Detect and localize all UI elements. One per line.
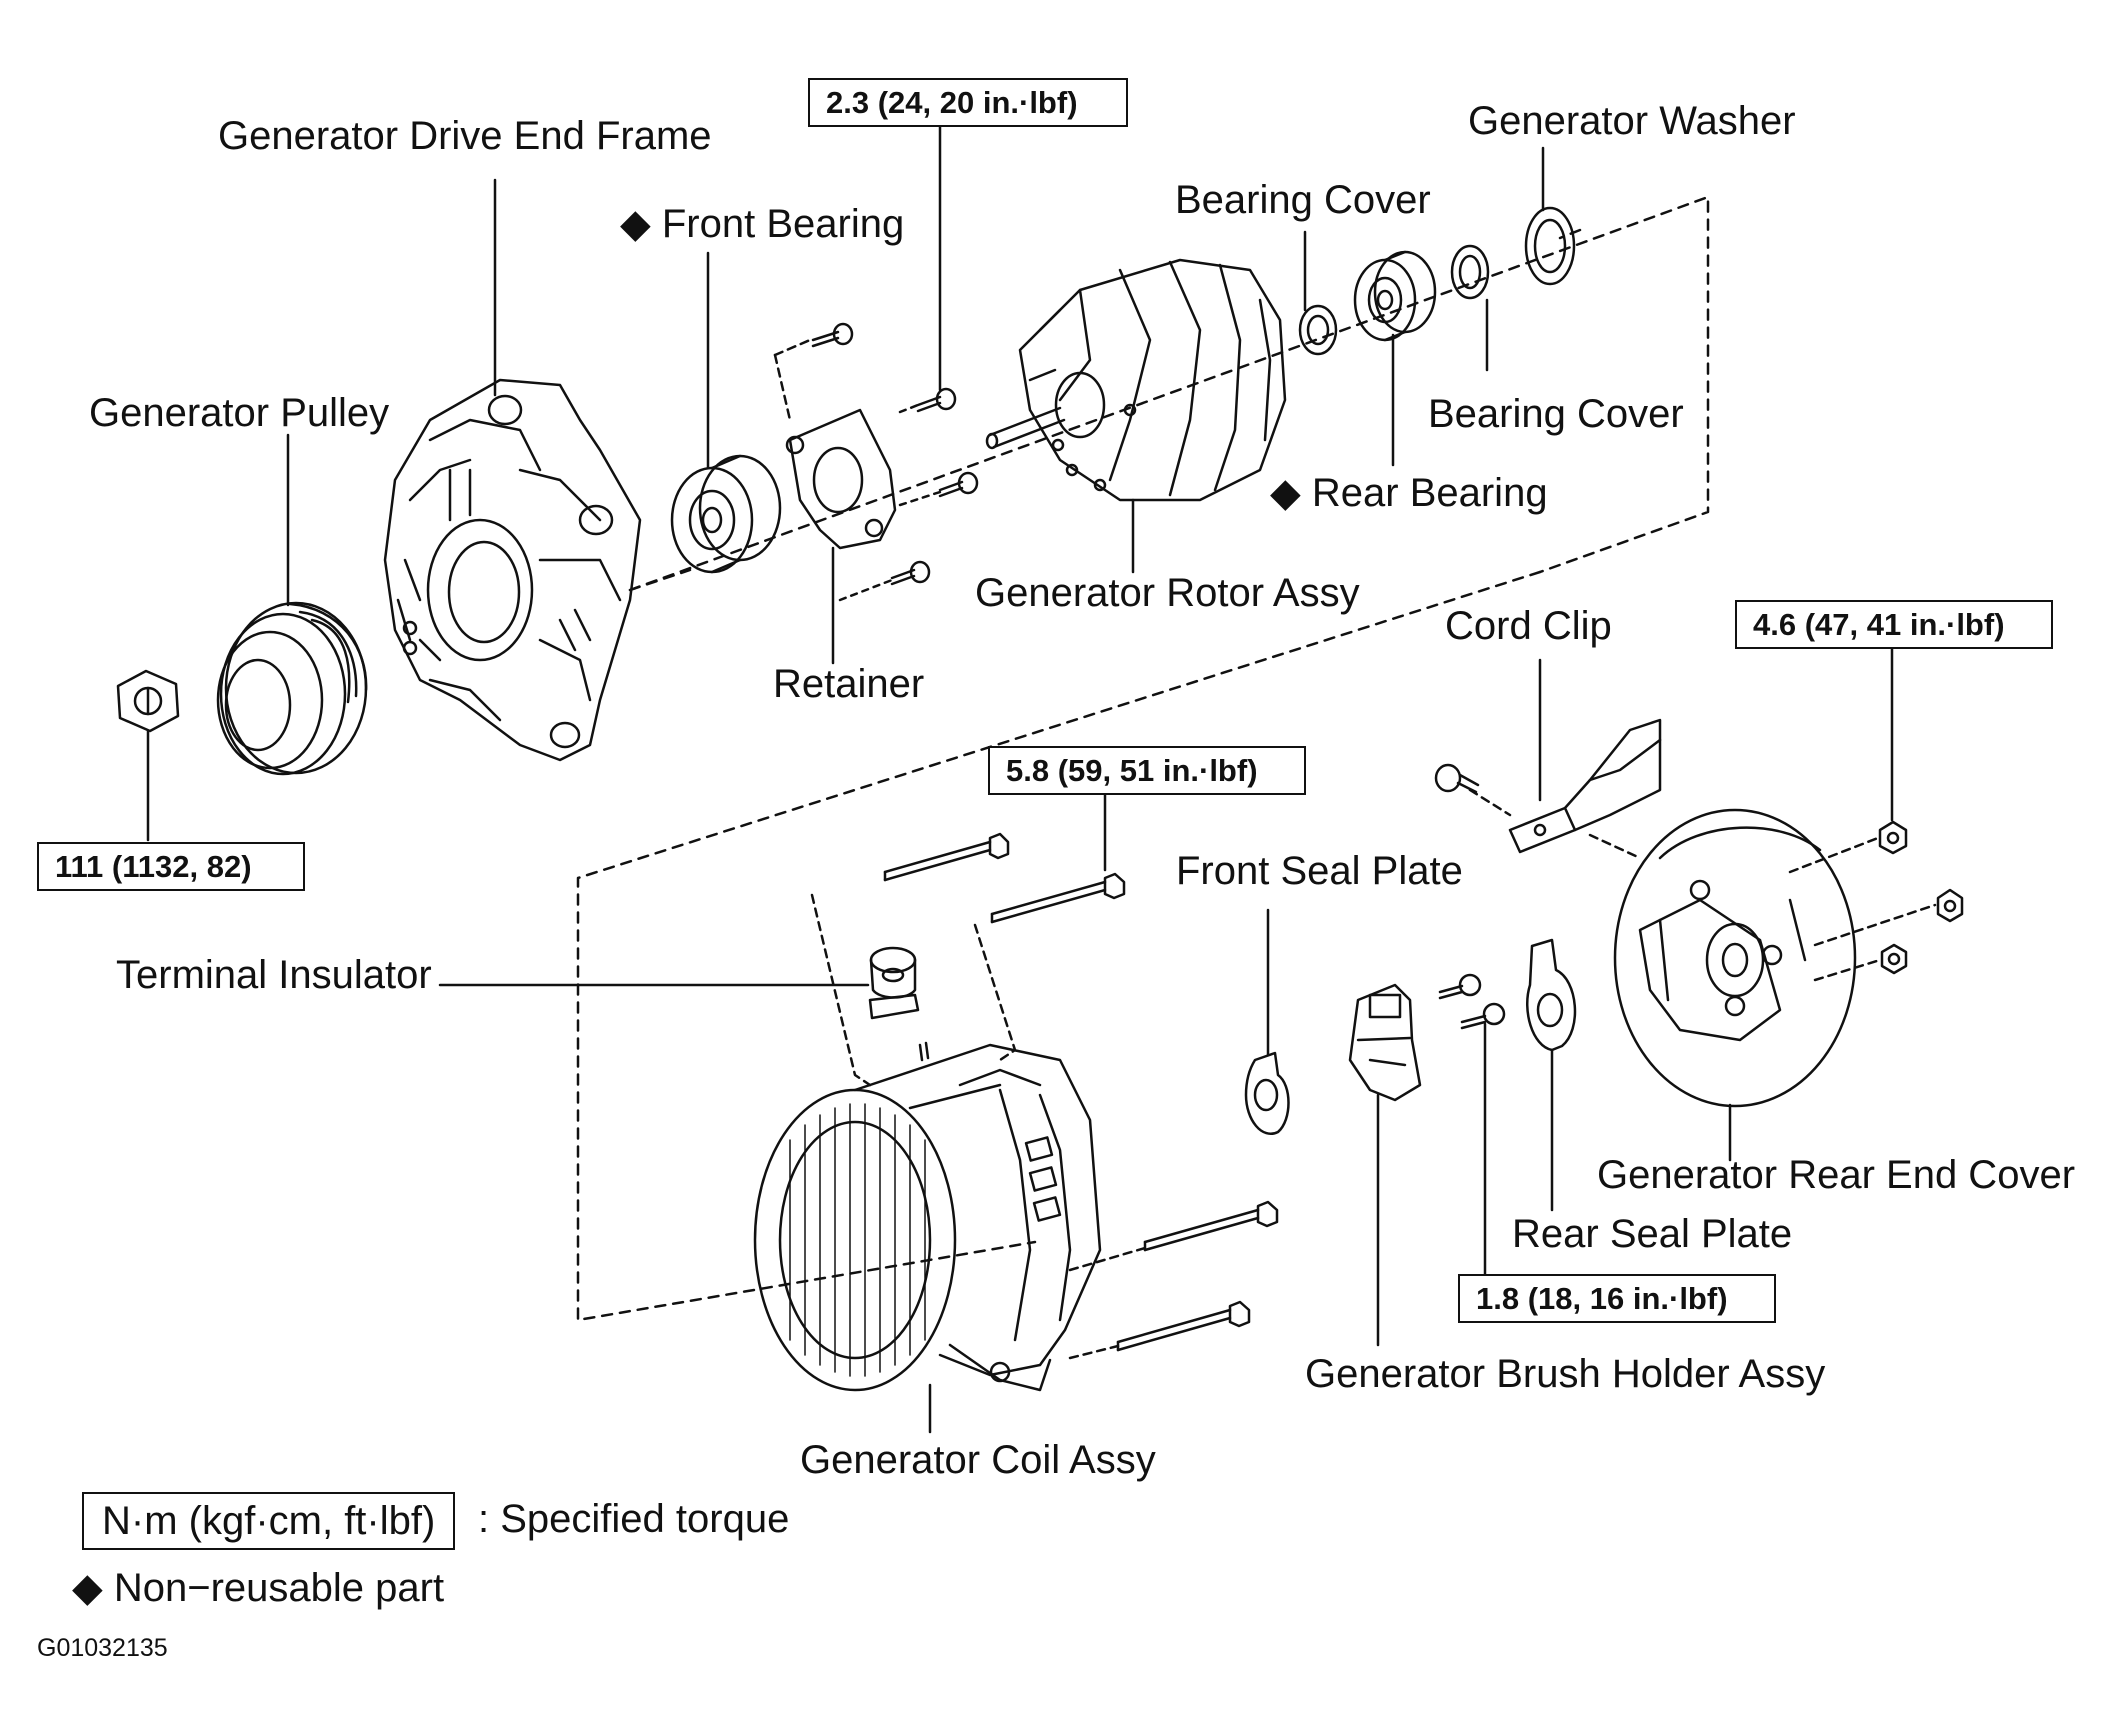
retainer-screw <box>890 560 931 586</box>
bearing-cover-ring <box>1298 304 1338 356</box>
bolt-axis-dashed <box>973 923 1017 1062</box>
torque-spec-pulley-nut: 111 (1132, 82) <box>37 842 305 891</box>
generator-coil-assy <box>753 1041 1102 1392</box>
retainer-screw <box>938 471 979 498</box>
cord-clip <box>1468 718 1662 854</box>
through-bolt <box>1116 1300 1251 1352</box>
label-drive-end-frame: Generator Drive End Frame <box>218 114 712 158</box>
bolt-axis-dashed <box>1068 1246 1147 1272</box>
drive-end-frame-axis-dashed <box>628 568 692 592</box>
label-brush-holder-assy: Generator Brush Holder Assy <box>1305 1352 1826 1396</box>
label-cord-clip: Cord Clip <box>1445 604 1612 648</box>
label-rotor-assy: Generator Rotor Assy <box>975 571 1360 615</box>
through-bolt <box>990 872 1126 924</box>
torque-spec-retainer-screw: 2.3 (24, 20 in.·lbf) <box>808 78 1128 127</box>
label-bearing-cover-right: Bearing Cover <box>1428 392 1684 436</box>
front-seal-plate <box>1244 1051 1290 1135</box>
label-generator-pulley: Generator Pulley <box>89 391 390 435</box>
bolt-axis-dashed <box>810 893 872 1087</box>
label-terminal-insulator: Terminal Insulator <box>116 953 432 997</box>
label-rear-seal-plate: Rear Seal Plate <box>1512 1212 1793 1256</box>
brush-holder-screw <box>1438 973 1482 1000</box>
upper-assembly-dashed-outline <box>628 195 1710 592</box>
terminal-insulator <box>868 946 920 1020</box>
label-generator-washer: Generator Washer <box>1468 99 1796 143</box>
generator-brush-holder-assy <box>1348 983 1422 1102</box>
rear-end-cover-nut <box>1880 943 1908 975</box>
bolt-axis-dashed <box>1068 1344 1120 1360</box>
brush-holder-screw <box>1460 1002 1506 1030</box>
cord-clip-bolt <box>1434 763 1480 794</box>
legend-non-reusable-part: ◆ Non−reusable part <box>72 1566 445 1610</box>
label-rear-end-cover: Generator Rear End Cover <box>1597 1153 2076 1197</box>
pulley-nut <box>116 669 180 733</box>
bearing-cover-ring <box>1450 244 1490 300</box>
label-bearing-cover-top: Bearing Cover <box>1175 178 1431 222</box>
torque-spec-brush-holder-screw: 1.8 (18, 16 in.·lbf) <box>1458 1274 1776 1323</box>
legend-specified-torque: : Specified torque <box>478 1497 790 1541</box>
torque-spec-rear-cover-nut: 4.6 (47, 41 in.·lbf) <box>1735 600 2053 649</box>
torque-spec-through-bolt: 5.8 (59, 51 in.·lbf) <box>988 746 1306 795</box>
figure-code: G01032135 <box>37 1634 168 1662</box>
through-bolt <box>883 832 1010 882</box>
generator-rear-end-cover <box>1588 808 1937 1108</box>
label-rear-bearing: ◆ Rear Bearing <box>1270 471 1548 515</box>
screw-axis-dashed <box>838 578 894 602</box>
front-bearing <box>670 454 782 574</box>
label-retainer: Retainer <box>773 662 925 706</box>
generator-washer <box>1524 206 1576 286</box>
label-front-seal-plate: Front Seal Plate <box>1176 849 1463 893</box>
retainer <box>773 338 897 550</box>
rear-bearing <box>1353 250 1437 342</box>
screw-axis-dashed <box>898 403 920 414</box>
rear-end-cover-nut <box>1936 888 1964 923</box>
legend-torque-unit-box: N·m (kgf·cm, ft·lbf) <box>82 1492 456 1550</box>
generator-pulley <box>216 601 368 776</box>
screw-axis-dashed <box>898 490 942 507</box>
label-front-bearing: ◆ Front Bearing <box>620 202 905 246</box>
drive-end-frame <box>383 378 642 762</box>
label-coil-assy: Generator Coil Assy <box>800 1438 1156 1482</box>
rear-end-cover-nut <box>1878 820 1908 855</box>
retainer-screw <box>916 387 957 413</box>
through-bolt <box>1143 1200 1279 1252</box>
retainer-screw <box>811 322 854 348</box>
lower-assembly-dashed-outline <box>576 570 1542 1322</box>
rear-seal-plate <box>1526 938 1577 1052</box>
generator-rotor-assy <box>985 258 1287 502</box>
